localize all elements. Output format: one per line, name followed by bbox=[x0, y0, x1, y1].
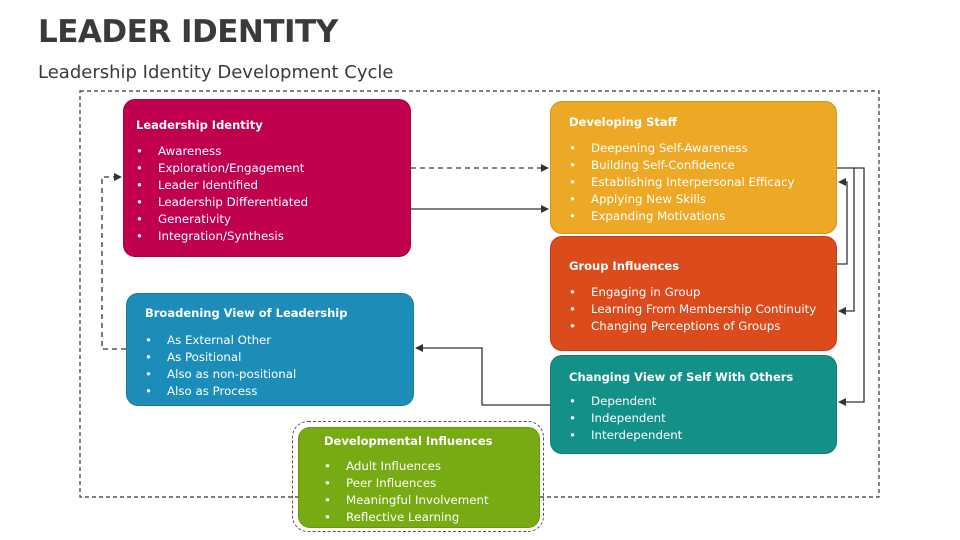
list-item: Engaging in Group bbox=[569, 284, 836, 301]
developing-staff-heading: Developing Staff bbox=[569, 115, 677, 129]
developmental-influences-frame bbox=[292, 421, 544, 532]
list-item: Leadership Differentiated bbox=[136, 194, 410, 211]
arrow-view-to-broadening bbox=[415, 344, 550, 406]
group-influences-box: Group Influences Engaging in Group Learn… bbox=[550, 236, 837, 351]
list-item: Generativity bbox=[136, 211, 410, 228]
list-item: Awareness bbox=[136, 143, 410, 160]
list-item: Also as non-positional bbox=[145, 366, 413, 383]
developmental-influences-list: Adult Influences Peer Influences Meaning… bbox=[324, 458, 539, 526]
list-item: Integration/Synthesis bbox=[136, 228, 410, 245]
arrow-group-to-staff bbox=[837, 178, 848, 265]
arrow-broadening-to-identity bbox=[101, 173, 126, 350]
page-title: LEADER IDENTITY bbox=[38, 14, 338, 50]
list-item: Also as Process bbox=[145, 383, 413, 400]
list-item: As External Other bbox=[145, 332, 413, 349]
list-item: Changing Perceptions of Groups bbox=[569, 318, 836, 335]
broadening-view-heading: Broadening View of Leadership bbox=[145, 306, 348, 320]
developing-staff-box: Developing Staff Deepening Self-Awarenes… bbox=[550, 101, 837, 234]
developing-staff-list: Deepening Self-Awareness Building Self-C… bbox=[569, 140, 836, 225]
list-item: Reflective Learning bbox=[324, 509, 539, 526]
changing-view-box: Changing View of Self With Others Depend… bbox=[550, 355, 837, 454]
list-item: Adult Influences bbox=[324, 458, 539, 475]
broadening-view-list: As External Other As Positional Also as … bbox=[145, 332, 413, 400]
leadership-identity-heading: Leadership Identity bbox=[136, 118, 263, 132]
list-item: Interdependent bbox=[569, 427, 836, 444]
list-item: Establishing Interpersonal Efficacy bbox=[569, 174, 836, 191]
list-item: As Positional bbox=[145, 349, 413, 366]
list-item: Deepening Self-Awareness bbox=[569, 140, 836, 157]
changing-view-list: Dependent Independent Interdependent bbox=[569, 393, 836, 444]
list-item: Dependent bbox=[569, 393, 836, 410]
group-influences-heading: Group Influences bbox=[569, 259, 680, 273]
developmental-influences-box: Developmental Influences Adult Influence… bbox=[298, 427, 540, 528]
page-subtitle: Leadership Identity Development Cycle bbox=[38, 62, 394, 83]
list-item: Exploration/Engagement bbox=[136, 160, 410, 177]
developmental-influences-heading: Developmental Influences bbox=[324, 434, 493, 448]
group-influences-list: Engaging in Group Learning From Membersh… bbox=[569, 284, 836, 335]
arrow-staff-to-group bbox=[837, 167, 855, 315]
arrow-staff-to-view bbox=[838, 167, 865, 406]
list-item: Building Self-Confidence bbox=[569, 157, 836, 174]
leadership-identity-box: Leadership Identity Awareness Exploratio… bbox=[123, 99, 411, 257]
changing-view-heading: Changing View of Self With Others bbox=[569, 370, 794, 384]
list-item: Leader Identified bbox=[136, 177, 410, 194]
broadening-view-box: Broadening View of Leadership As Externa… bbox=[126, 293, 414, 406]
list-item: Expanding Motivations bbox=[569, 208, 836, 225]
list-item: Independent bbox=[569, 410, 836, 427]
list-item: Learning From Membership Continuity bbox=[569, 301, 836, 318]
list-item: Applying New Skills bbox=[569, 191, 836, 208]
list-item: Peer Influences bbox=[324, 475, 539, 492]
leadership-identity-list: Awareness Exploration/Engagement Leader … bbox=[136, 143, 410, 245]
list-item: Meaningful Involvement bbox=[324, 492, 539, 509]
